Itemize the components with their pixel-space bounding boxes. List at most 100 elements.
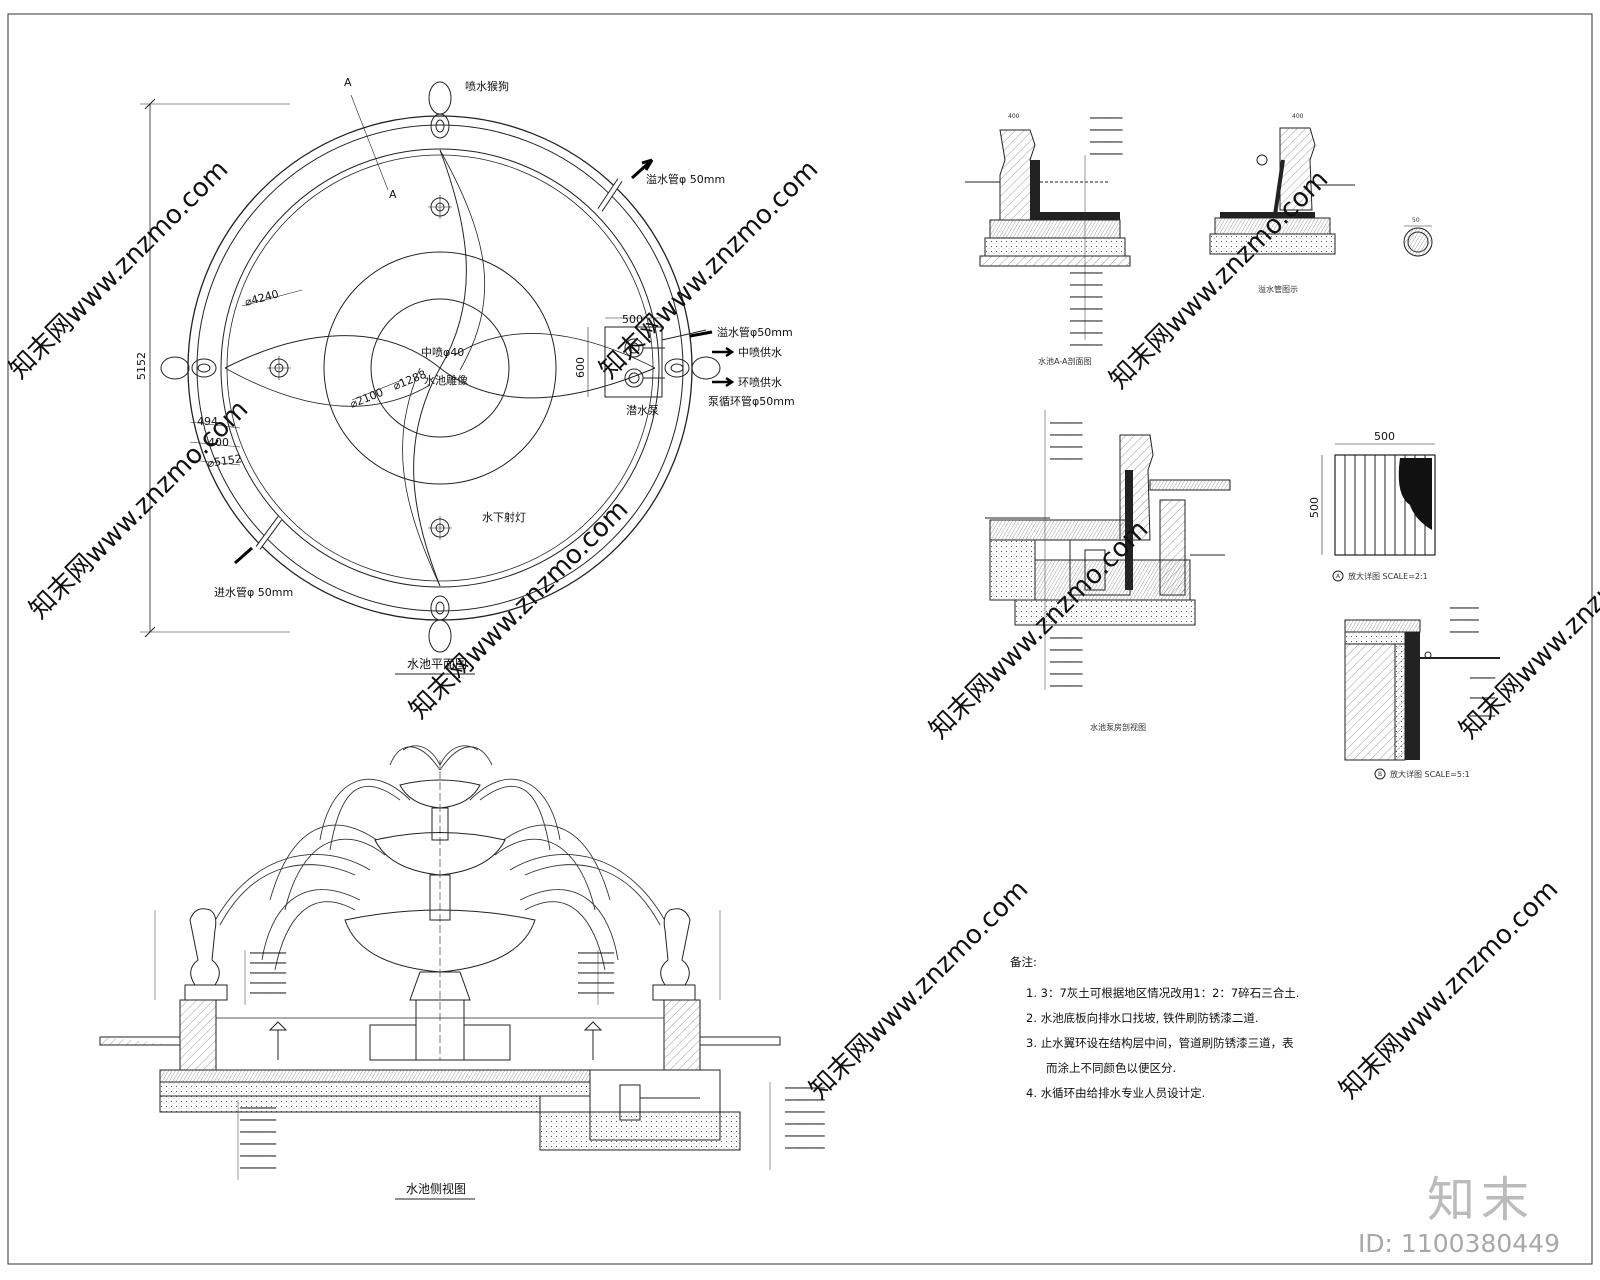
arrow-overflow-top: [630, 158, 654, 180]
svg-text:━━━━━━━━━━: ━━━━━━━━━━: [239, 1117, 277, 1124]
watermark-logo: 知末: [1426, 1172, 1535, 1228]
pump-box: [604, 326, 663, 398]
underwater-light-label: 水下射灯: [482, 510, 526, 524]
section-mark-a: A: [344, 76, 352, 89]
svg-text:━━━━━━━━━: ━━━━━━━━━: [1049, 420, 1083, 427]
svg-text:━━━━━━━━━: ━━━━━━━━━: [1049, 444, 1083, 451]
svg-text:━━━━━━━━━━━: ━━━━━━━━━━━: [784, 1085, 825, 1092]
dragon-spout-label: 喷水猴狗: [465, 79, 509, 93]
site-watermark: 知末网www.znzmo.com: [594, 154, 825, 385]
svg-text:━━━━━━━━━━━: ━━━━━━━━━━━: [784, 1121, 825, 1128]
detail-b-title: 放大详图 SCALE=5:1: [1390, 769, 1470, 779]
pump-height-dim: 600: [574, 357, 587, 378]
svg-text:━━━━━━━━━━: ━━━━━━━━━━: [249, 960, 287, 967]
pump-pipe-label: 泵循环管φ50mm: [708, 394, 795, 408]
pool-water-edge-inner: [226, 154, 654, 582]
site-watermark: 知末网www.znzmo.com: [1104, 164, 1335, 395]
width-400-label: 400: [208, 436, 229, 449]
site-watermark: 知末网www.znzmo.com: [404, 494, 635, 725]
site-watermark: 知末网www.znzmo.com: [804, 874, 1035, 1105]
underwater-light-top: [428, 195, 452, 219]
svg-text:━━━━━━━━━━: ━━━━━━━━━━: [249, 970, 287, 977]
corner-detail-b: ━━━━━━━━━━━━━━━━━━━━━━━━━━━━━━━━━━━━━━━━…: [1344, 605, 1500, 780]
svg-text:━━━━━━━━━: ━━━━━━━━━: [1049, 432, 1083, 439]
svg-text:━━━━━━━━━: ━━━━━━━━━: [1049, 647, 1083, 654]
svg-text:━━━━━━━━: ━━━━━━━━: [1449, 605, 1479, 612]
total-dim-label: 5152: [135, 352, 148, 380]
svg-text:━━━━━━━━━: ━━━━━━━━━: [1069, 294, 1103, 301]
side-view-layer-notes: ━━━━━━━━━━━━━━━━━━━━━━━━━━━━━━━━━━━━━━━━…: [239, 950, 825, 1172]
svg-text:━━━━━━━━━: ━━━━━━━━━: [1049, 659, 1083, 666]
arrow-ring-supply: [712, 376, 735, 388]
underwater-light-bottom: [428, 516, 452, 540]
svg-text:━━━━━━━━: ━━━━━━━━: [1449, 617, 1479, 624]
note-item: 3. 止水翼环设在结构层中间，管道刷防锈漆三道，表: [1026, 1036, 1294, 1050]
section-mark-a2: A: [389, 188, 397, 201]
svg-text:━━━━━━━━━: ━━━━━━━━━: [1069, 342, 1103, 349]
plan-view-title: 水池平面图: [407, 657, 467, 671]
section-line-aa: [350, 94, 389, 191]
swirl-arc-4: [224, 367, 431, 407]
watermark-id: ID: 1100380449: [1357, 1229, 1560, 1258]
svg-text:━━━━━━━━━━: ━━━━━━━━━━: [249, 990, 287, 997]
svg-text:━━━━━━━━━: ━━━━━━━━━: [1089, 139, 1123, 146]
overflow-pipe-top-label: 溢水管φ 50mm: [646, 172, 725, 186]
svg-text:━━━━━━━━━: ━━━━━━━━━: [1069, 306, 1103, 313]
overflow-pipe-right-label: 溢水管φ50mm: [717, 325, 793, 339]
svg-text:━━━━━━━━━━: ━━━━━━━━━━: [239, 1129, 277, 1136]
underwater-light-left: [267, 356, 291, 380]
svg-text:━━━━━━━━━━: ━━━━━━━━━━: [577, 980, 615, 987]
svg-text:━━━━━━━━━━━: ━━━━━━━━━━━: [784, 1133, 825, 1140]
arrow-inlet: [234, 546, 253, 565]
swirl-arc-2: [439, 149, 486, 371]
svg-text:━━━━━━━━━━: ━━━━━━━━━━: [577, 960, 615, 967]
dragon-spout-left: [160, 356, 217, 380]
svg-text:━━━━━━━━━: ━━━━━━━━━: [1089, 127, 1123, 134]
inlet-pipe-label: 进水管φ 50mm: [214, 585, 293, 599]
notes-title: 备注:: [1010, 955, 1037, 969]
detail-a-mark: A: [1336, 573, 1341, 580]
ring-supply-label: 环喷供水: [738, 375, 782, 389]
svg-text:━━━━━━━━━: ━━━━━━━━━: [1049, 671, 1083, 678]
swirl-arc-3: [224, 335, 656, 399]
svg-text:━━━━━━━━━━━: ━━━━━━━━━━━: [784, 1097, 825, 1104]
dim-50: 50: [1412, 217, 1420, 224]
sculpture-label: 水池雕像: [424, 373, 468, 387]
svg-text:━━━━━━━━━: ━━━━━━━━━: [1089, 115, 1123, 122]
pump-room-section: ━━━━━━━━━ ━━━━━━━━━ ━━━━━━━━━ ━━━━━━━━━ ━━━…: [985, 410, 1231, 732]
note-item: 2. 水池底板向排水口找坡, 铁件刷防锈漆二道.: [1026, 1011, 1259, 1025]
dia-5152-label: ⌀5152: [207, 452, 243, 470]
svg-text:━━━━━━━━━: ━━━━━━━━━: [1049, 456, 1083, 463]
svg-text:━━━━━━━: ━━━━━━━: [1469, 713, 1496, 720]
svg-text:━━━━━━━━━━: ━━━━━━━━━━: [239, 1153, 277, 1160]
section-aa-detail: ━━━━━━━━━ ━━━━━━━━━ ━━━━━━━━━ ━━━━━━━━━ ━━━…: [965, 113, 1131, 366]
center-supply-label: 中喷供水: [738, 345, 782, 359]
svg-text:━━━━━━━━━: ━━━━━━━━━: [1069, 330, 1103, 337]
pool-wall-right: [663, 999, 701, 1071]
pump-label: 潜水泵: [626, 403, 659, 417]
center-basin: [370, 298, 510, 438]
grate-width-dim: 500: [1374, 430, 1395, 443]
svg-text:━━━━━━━━━━: ━━━━━━━━━━: [577, 970, 615, 977]
note-item: 4. 水循环由给排水专业人员设计定.: [1026, 1086, 1206, 1100]
dragon-statue-left: [189, 908, 220, 986]
side-view-title: 水池侧视图: [406, 1181, 466, 1196]
drain-grate-icon: 50: [1403, 217, 1433, 257]
svg-text:━━━━━━━: ━━━━━━━: [1469, 695, 1496, 702]
pool-plan-view: A A 喷水猴狗 溢水管φ 50mm 溢水管φ50mm 中喷供水 环喷供水 泵循…: [135, 76, 795, 675]
center-nozzle-label: 中喷φ40: [421, 346, 464, 359]
note-item: 而涂上不同颜色以便区分.: [1046, 1061, 1177, 1075]
dia-4240-label: ⌀4240: [243, 287, 280, 309]
svg-text:━━━━━━━━━━: ━━━━━━━━━━: [249, 950, 287, 957]
svg-text:━━━━━━━━━━: ━━━━━━━━━━: [239, 1165, 277, 1172]
site-watermark: 知末网www.znzmo.com: [4, 154, 235, 385]
grate-detail-a: 500 500 A 放大详图 SCALE=2:1: [1308, 430, 1436, 582]
arrow-center-supply: [712, 346, 735, 358]
svg-text:━━━━━━━━━━━: ━━━━━━━━━━━: [784, 1109, 825, 1116]
svg-text:━━━━━━━━━━: ━━━━━━━━━━: [577, 990, 615, 997]
svg-text:━━━━━━━━━━: ━━━━━━━━━━: [577, 950, 615, 957]
svg-text:━━━━━━━━━: ━━━━━━━━━: [1069, 270, 1103, 277]
svg-text:━━━━━━━━━━: ━━━━━━━━━━: [239, 1141, 277, 1148]
swirl-arc-6: [454, 333, 656, 369]
